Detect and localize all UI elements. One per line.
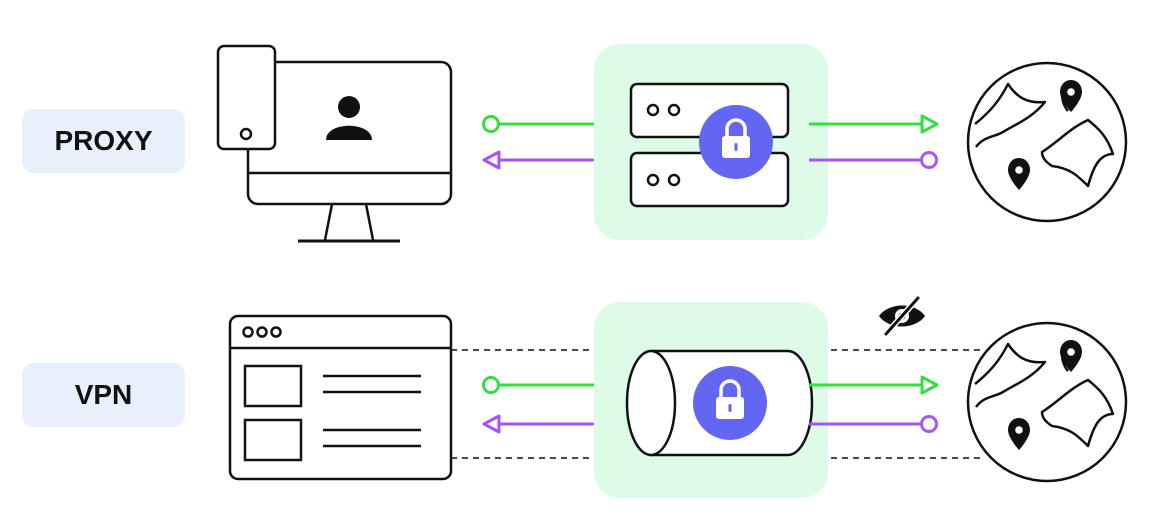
lock-icon — [699, 105, 773, 179]
tunnel-icon — [625, 349, 814, 457]
proxy-response-arrow-right — [809, 151, 938, 169]
map-pin-icon — [1008, 418, 1030, 450]
vpn-label: VPN — [22, 363, 185, 427]
browser-window-icon — [228, 314, 453, 481]
phone-icon — [216, 44, 277, 151]
map-pin-icon — [1060, 340, 1082, 372]
globe-icon — [966, 321, 1128, 483]
lock-icon — [693, 366, 767, 440]
proxy-response-arrow-left — [482, 150, 613, 170]
vpn-response-arrow-right — [809, 415, 938, 433]
vpn-request-arrow-left — [482, 376, 613, 394]
proxy-request-arrow-left — [482, 115, 613, 133]
computer-monitor-icon — [246, 60, 453, 243]
globe-icon — [966, 61, 1128, 223]
proxy-label: PROXY — [22, 109, 185, 173]
eye-slash-icon — [879, 296, 925, 336]
map-pin-icon — [1060, 80, 1082, 112]
vpn-request-arrow-right — [809, 375, 939, 395]
vpn-response-arrow-left — [482, 414, 613, 434]
user-icon — [326, 96, 372, 140]
proxy-request-arrow-right — [809, 114, 939, 134]
vpn-tunnel-boundary — [451, 349, 985, 459]
map-pin-icon — [1008, 158, 1030, 190]
